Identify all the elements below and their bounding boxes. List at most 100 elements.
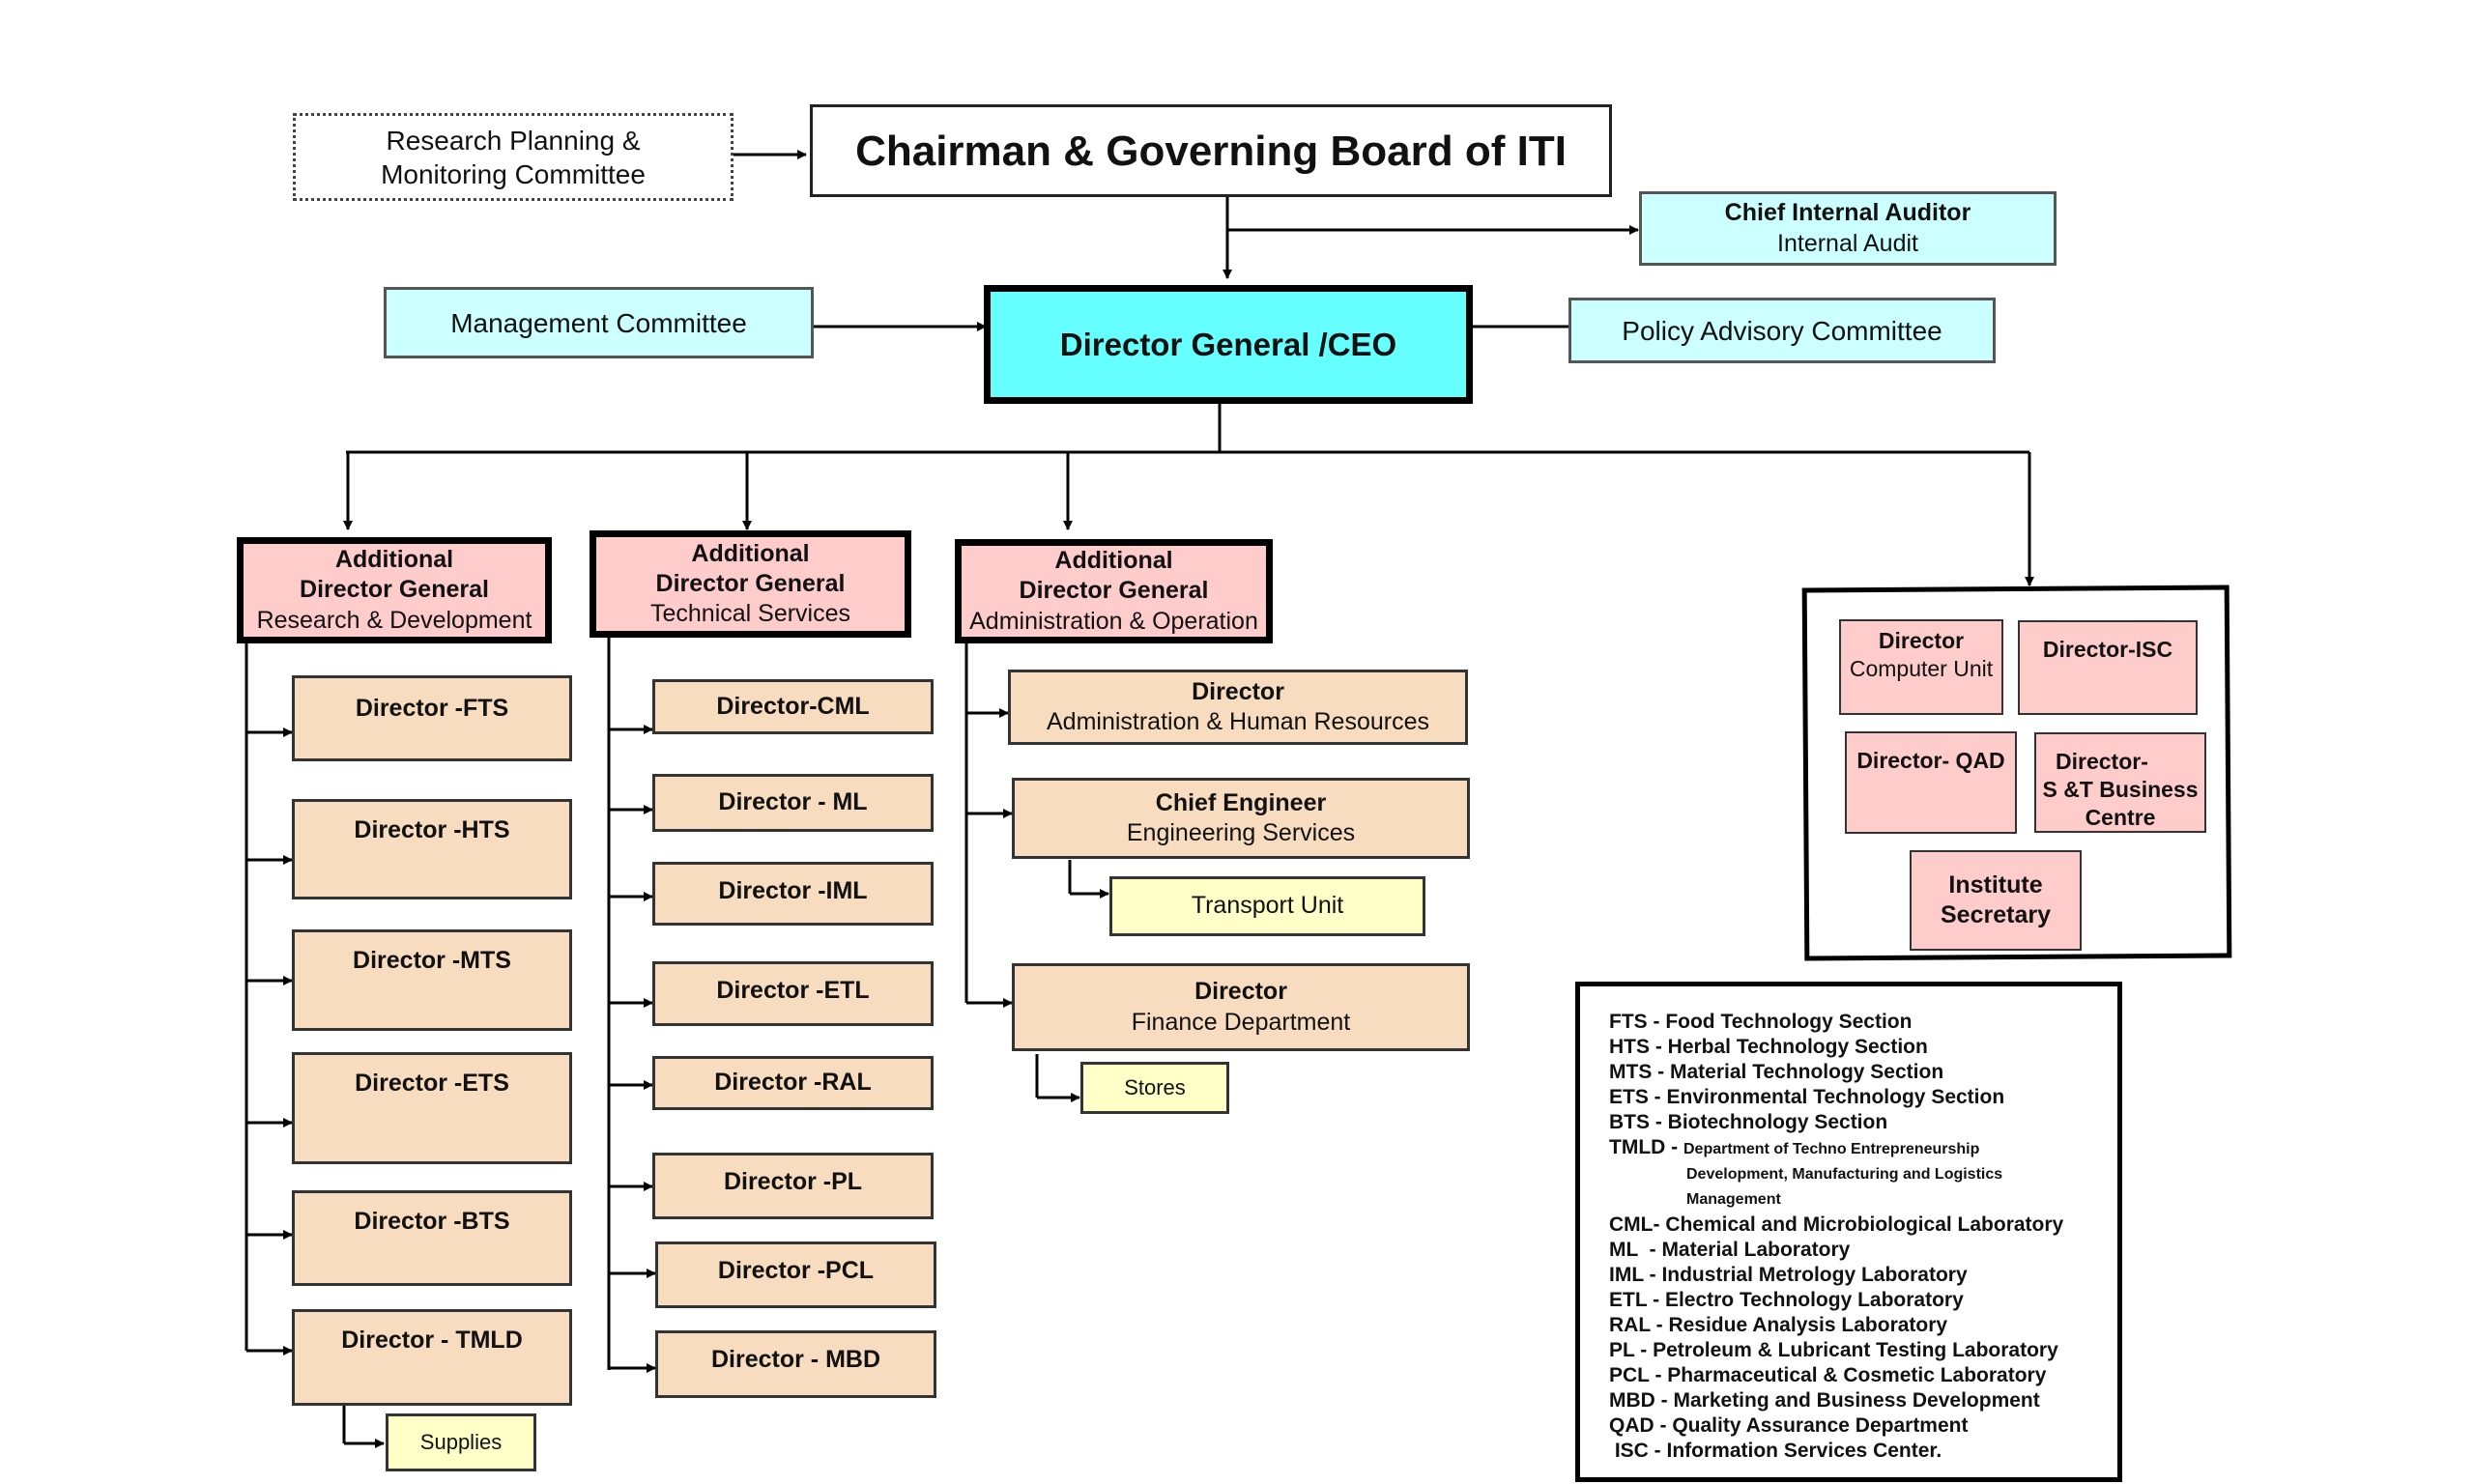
director-admin-hr: Director Administration & Human Resource… [1008,670,1468,745]
adg-rd-sub: Research & Development [256,606,532,634]
director-pcl-label: Director -PCL [717,1257,875,1284]
stores: Stores [1080,1062,1229,1114]
adg-ao-title: Additional Director General [1019,547,1209,605]
legend-tmld-key: TMLD - [1609,1136,1683,1158]
policy-committee-label: Policy Advisory Committee [1622,315,1942,346]
director-business-line-3: Centre [2085,804,2156,830]
director-ets-label: Director -ETS [355,1070,509,1097]
dg-label: Director General /CEO [1059,326,1397,362]
director-computer-title: Director [1878,628,1965,653]
legend-item: CML- Chemical and Microbiological Labora… [1609,1213,2064,1236]
director-mts: Director -MTS [292,929,572,1031]
legend-item: ISC - Information Services Center. [1609,1440,1942,1462]
director-tmld: Director - TMLD [292,1309,572,1406]
institute-secretary: Institute Secretary [1910,850,2082,951]
director-mbd: Director - MBD [655,1330,936,1398]
legend-tmld-line-2: Development, Manufacturing and Logistics [1686,1166,2003,1183]
supplies-label: Supplies [419,1430,503,1455]
director-cml: Director-CML [652,679,934,734]
director-etl-label: Director -ETL [716,977,870,1004]
management-committee: Management Committee [384,287,814,358]
director-finance: Director Finance Department [1012,963,1470,1051]
director-bts-label: Director -BTS [354,1208,510,1235]
director-hts: Director -HTS [292,799,572,899]
director-finance-title: Director [1194,978,1287,1006]
institute-secretary-line-2: Secretary [1941,901,2051,928]
adg-ao-sub: Administration & Operation [969,607,1258,635]
director-admin-hr-sub: Administration & Human Resources [1047,708,1429,735]
legend-item: QAD - Quality Assurance Department [1609,1414,1969,1437]
chief-internal-auditor: Chief Internal Auditor Internal Audit [1639,191,2057,266]
adg-ts-sub: Technical Services [649,600,851,628]
research-planning-committee-label: Research Planning & Monitoring Committee [381,125,646,189]
director-ral: Director -RAL [652,1056,934,1110]
director-fts: Director -FTS [292,675,572,761]
director-iml-label: Director -IML [718,877,868,904]
abbreviation-legend: FTS - Food Technology Section HTS - Herb… [1575,982,2122,1482]
adg-administration-operation: Additional Director General Administrati… [955,539,1273,643]
director-finance-sub: Finance Department [1131,1008,1351,1036]
director-mbd-label: Director - MBD [710,1346,880,1373]
institute-secretary-line-1: Institute [1948,870,2043,899]
legend-item: HTS - Herbal Technology Section [1609,1036,1928,1058]
director-ml: Director - ML [652,774,934,832]
adg-rd-title: Additional Director General [300,546,489,604]
legend-item: BTS - Biotechnology Section [1609,1111,1888,1133]
director-general-ceo: Director General /CEO [984,285,1473,404]
director-mts-label: Director -MTS [353,947,511,974]
legend-item: ML - Material Laboratory [1609,1239,1851,1261]
legend-item: PL - Petroleum & Lubricant Testing Labor… [1609,1339,2058,1361]
director-tmld-label: Director - TMLD [341,1327,523,1354]
director-cml-label: Director-CML [716,692,870,720]
adg-research-development: Additional Director General Research & D… [237,537,552,643]
transport-unit: Transport Unit [1109,876,1425,936]
legend-item: FTS - Food Technology Section [1609,1011,1913,1033]
director-pcl: Director -PCL [655,1241,936,1308]
legend-tmld-line-3: Management [1686,1191,1781,1208]
director-etl: Director -ETL [652,961,934,1026]
director-isc: Director-ISC [2018,620,2198,715]
chief-auditor-sub: Internal Audit [1777,229,1918,257]
director-computer-unit: Director Computer Unit [1839,619,2003,715]
director-qad: Director- QAD [1845,731,2017,834]
legend-item: RAL - Residue Analysis Laboratory [1609,1314,1948,1336]
chairman-label: Chairman & Governing Board of ITI [855,127,1567,175]
director-computer-sub: Computer Unit [1849,655,1994,681]
research-planning-committee: Research Planning & Monitoring Committee [293,113,734,201]
supplies: Supplies [386,1413,536,1471]
chief-engineer: Chief Engineer Engineering Services [1012,778,1470,859]
stores-label: Stores [1124,1075,1186,1100]
legend-item: ETL - Electro Technology Laboratory [1609,1289,1964,1311]
adg-ts-title: Additional Director General [655,539,846,597]
director-admin-hr-title: Director [1192,677,1284,705]
director-business-centre: Director- S &T Business Centre [2034,732,2206,833]
director-fts-label: Director -FTS [355,695,509,722]
legend-item: MBD - Marketing and Business Development [1609,1389,2040,1412]
director-ml-label: Director - ML [718,788,868,816]
director-pl-label: Director -PL [723,1168,863,1195]
director-ral-label: Director -RAL [714,1069,872,1097]
director-isc-label: Director-ISC [2042,637,2173,662]
director-qad-label: Director- QAD [1856,748,2005,773]
legend-item: IML - Industrial Metrology Laboratory [1609,1264,1968,1286]
management-committee-label: Management Committee [450,307,747,338]
chairman-governing-board: Chairman & Governing Board of ITI [810,104,1612,197]
director-iml: Director -IML [652,862,934,926]
transport-unit-label: Transport Unit [1191,892,1344,920]
director-pl: Director -PL [652,1153,934,1219]
adg-technical-services: Additional Director General Technical Se… [590,530,911,638]
director-ets: Director -ETS [292,1052,572,1164]
director-bts: Director -BTS [292,1190,572,1286]
chief-engineer-sub: Engineering Services [1126,819,1356,846]
policy-advisory-committee: Policy Advisory Committee [1568,298,1996,363]
director-business-line-2: S &T Business [2042,776,2199,802]
chief-auditor-title: Chief Internal Auditor [1724,199,1971,227]
chief-engineer-title: Chief Engineer [1155,788,1327,816]
director-hts-label: Director -HTS [354,816,510,843]
legend-item: ETS - Environmental Technology Section [1609,1086,2005,1108]
director-business-line-1: Director- [2056,749,2148,774]
legend-tmld-line-1: Department of Techno Entrepreneurship [1683,1141,1980,1157]
legend-item: PCL - Pharmaceutical & Cosmetic Laborato… [1609,1364,2047,1386]
legend-item-tmld: TMLD - Department of Techno Entrepreneur… [1609,1135,2117,1162]
